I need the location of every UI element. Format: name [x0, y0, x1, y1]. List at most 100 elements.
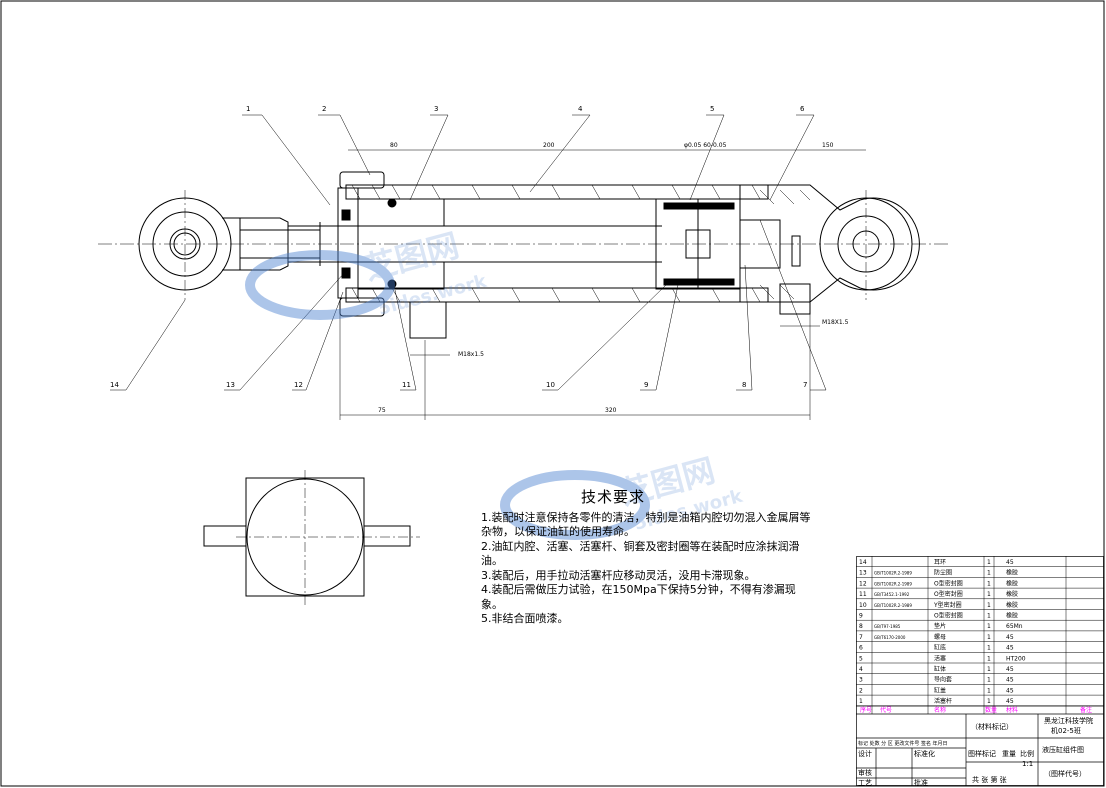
cylinder-bottom: [739, 184, 920, 315]
tech-line: 5.非结合面喷漆。: [481, 612, 569, 625]
leader-4: 4: [578, 105, 583, 113]
bom-cell-name: Y型密封圈: [933, 601, 962, 609]
bom-cell-no: 14: [859, 559, 867, 566]
bom-cell-no: 13: [859, 570, 867, 577]
side-view: [203, 470, 420, 605]
bom-header-mat: 材料: [1006, 706, 1018, 714]
dim-320: 320: [605, 407, 617, 414]
school-name: 黑龙江科技学院: [1044, 716, 1093, 725]
revision-row: 标记 处数 分 区 更改文件号 签名 年月日: [858, 740, 948, 747]
bom-cell-qty: 1: [987, 580, 991, 587]
bom-cell-code: GB/T1002R.2-1989: [874, 603, 912, 608]
bom-cell-qty: 1: [987, 687, 991, 694]
cylinder-cover: [337, 171, 447, 339]
bom-cell-name: 缸盖: [934, 686, 946, 694]
dim-m18-left: M18x1.5: [458, 351, 484, 358]
sheets-label: 共 张 第 张: [972, 775, 1007, 784]
bom-header-code: 代号: [880, 706, 892, 714]
bom-row: 5 活塞 1 HT200: [856, 654, 1104, 664]
bom-cell-code: GB/T1002R.2-1989: [874, 571, 912, 576]
bom-cell-name: 耳环: [934, 559, 946, 566]
bom-cell-qty: 1: [987, 559, 991, 566]
leader-5: 5: [710, 105, 714, 113]
drawing-name: 液压缸组件图: [1042, 745, 1084, 754]
bom-cell-mat: 45: [1006, 634, 1014, 641]
leader-13: 13: [226, 381, 235, 389]
bom-cell-no: 5: [859, 655, 863, 662]
bom-cell-no: 11: [859, 591, 867, 598]
bom-header-no: 序号: [860, 706, 872, 714]
dim-150: 150: [822, 142, 834, 149]
tech-line: 3.装配后，用手拉动活塞杆应移动灵活，没用卡滞现象。: [481, 568, 756, 582]
cylinder-body: [345, 184, 769, 303]
bom-cell-qty: 1: [987, 570, 991, 577]
bom-cell-mat: 45: [1006, 645, 1014, 652]
drawing-code: （图样代号）: [1044, 769, 1086, 778]
bom-cell-name: 缸底: [934, 644, 946, 652]
bom-cell-no: 4: [859, 666, 863, 673]
bom-cell-name: 防尘圈: [934, 569, 952, 577]
bom-cell-qty: 1: [987, 634, 991, 641]
bom-cell-name: 缸体: [934, 665, 946, 673]
leader-11: 11: [402, 381, 411, 389]
leader-lines: [110, 114, 827, 391]
bom-cell-mat: 橡胶: [1006, 579, 1018, 587]
bom-header-note: 备注: [1080, 706, 1092, 714]
piston-rod: [240, 222, 662, 266]
bom-cell-mat: 45: [1006, 677, 1014, 684]
bom-cell-code: GB/T1002R.2-1989: [874, 581, 912, 586]
bom-cell-name: 螺母: [934, 633, 946, 641]
tech-title: 技术要求: [581, 488, 646, 506]
bom-header-row: 序号 代号 名称 数量 材料 备注: [860, 706, 1092, 714]
bom-cell-code: GB/T3452.1-1992: [874, 592, 910, 597]
bom-cell-mat: HT200: [1006, 655, 1026, 662]
bom-cell-name: 活塞: [934, 654, 946, 662]
bom-cell-qty: 1: [987, 613, 991, 620]
bom-cell-qty: 1: [987, 645, 991, 652]
bom-cell-qty: 1: [987, 655, 991, 662]
bom-cell-qty: 1: [987, 602, 991, 609]
tech-line: 1.装配时注意保持各零件的清洁，特别是油箱内腔切勿混入金属屑等杂物，以保证油缸的…: [481, 510, 811, 539]
leader-2: 2: [322, 105, 326, 113]
bom-cell-no: 12: [859, 580, 867, 587]
bom-cell-mat: 45: [1006, 666, 1014, 673]
dim-80: 80: [390, 142, 398, 149]
rod-eye-left: [138, 190, 289, 300]
leader-6: 6: [800, 105, 805, 113]
bom-cell-name: 活塞杆: [934, 697, 952, 705]
weight-label: 重量: [1002, 750, 1016, 758]
bom-cell-code: GB/T97-1985: [874, 624, 901, 629]
bom-row: 10 GB/T1002R.2-1989 Y型密封圈 1 橡胶: [856, 601, 1104, 610]
bom-row: 13 GB/T1002R.2-1989 防尘圈 1 橡胶: [856, 569, 1104, 578]
leader-10: 10: [546, 381, 555, 389]
bom-cell-mat: 橡胶: [1006, 601, 1018, 609]
bom-cell-mat: 橡胶: [1006, 569, 1018, 577]
dim-fit: φ0.05 60-0.05: [684, 142, 727, 149]
leader-7: 7: [803, 381, 807, 389]
leader-14: 14: [110, 381, 119, 389]
class-name: 机02-5班: [1051, 726, 1081, 735]
bom-header-name: 名称: [934, 706, 946, 714]
title-block-grid: [856, 705, 1104, 786]
bom-cell-mat: 45: [1006, 559, 1014, 566]
bom-cell-qty: 1: [987, 677, 991, 684]
svg-text:芝图网: 芝图网: [360, 226, 463, 288]
dim-75: 75: [378, 407, 386, 414]
scale-label: 比例: [1020, 749, 1034, 758]
leader-1: 1: [246, 105, 250, 113]
bom-cell-no: 10: [859, 602, 867, 609]
tech-line: 2.油缸内腔、活塞、活塞杆、铜套及密封圈等在装配时应涂抹润滑油。: [481, 539, 800, 568]
tech-line: 4.装配后需做压力试验，在150Mpa下保持5分钟，不得有渗漏现象。: [481, 583, 796, 611]
bom-cell-no: 2: [859, 687, 863, 694]
